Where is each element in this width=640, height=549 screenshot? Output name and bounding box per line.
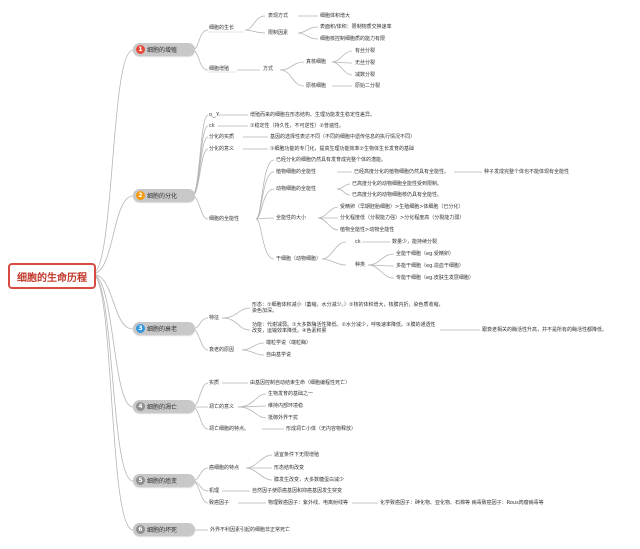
node-apoptosis-meaning[interactable]: 凋亡的意义 (209, 404, 235, 410)
node-concept-value[interactable]: 增殖而来的细胞在形态结构、生理功能发生稳定性差异。 (250, 112, 376, 118)
node-animal-1[interactable]: 已高度分化的动物细胞全能性受到限制。 (352, 181, 443, 187)
node-stem-cell[interactable]: 干细胞（动物细胞） (276, 256, 322, 262)
node-cancer-features[interactable]: 癌细胞的特点 (209, 465, 240, 471)
node-kind-2[interactable]: 多能干细胞（eg.造血干细胞） (396, 263, 464, 269)
node-apoptosis-trait-value[interactable]: 形成凋亡小体（无内容物释放） (286, 426, 357, 432)
node-feature-value[interactable]: ①稳定性（持久性，不可逆性）②普遍性。 (250, 123, 344, 129)
node-feature[interactable]: ck (209, 123, 215, 129)
node-significance-value[interactable]: ①细胞功能的专门化，提高生理功能效率②生物体生长发育的基础 (270, 146, 414, 152)
node-significance[interactable]: 分化的意义 (209, 146, 235, 152)
node-cancer-3[interactable]: 膜发生改变，大多数糖蛋白减少 (274, 477, 345, 483)
topic-cell-differentiation[interactable]: 2 细胞的分化 (133, 189, 195, 202)
node-meaning-1[interactable]: 生物发育的基础之一 (268, 391, 314, 397)
number-badge: 5 (136, 476, 145, 485)
node-binary-fission[interactable]: 原始二分裂 (355, 83, 381, 89)
topic-label: 细胞的增殖 (147, 47, 178, 54)
node-apoptosis-essence[interactable]: 实质 (209, 380, 220, 386)
node-totipotency[interactable]: 细胞的全能性 (209, 216, 240, 222)
node-apoptosis-trait[interactable]: 凋亡细胞的特点。 (209, 426, 250, 432)
node-aging-morphology[interactable]: 形态：①细胞体积减小（萎缩，水分减少。）②核的体积增大，核膜内折，染色质收缩，染… (252, 302, 444, 314)
number-badge: 1 (136, 45, 145, 54)
node-essence-value[interactable]: 基因的选择性表达不同（不同的细胞中遗传信息的执行情况不同） (270, 134, 416, 140)
node-plant-note[interactable]: 种子发成完整个体也不能体现有全能性 (484, 169, 570, 175)
node-aging-function[interactable]: 功能：代谢减弱。①大多数酶活性降低。②水分减少，呼吸速率降低。③膜的通透性改变，… (252, 322, 436, 334)
node-plant-value[interactable]: 已经高度分化的植物细胞仍然具有全能性。 (354, 169, 450, 175)
node-carcinogen[interactable]: 致癌因子 (209, 500, 230, 506)
node-apoptosis-essence-value[interactable]: 由基因控制自动结束生命（细胞编程性死亡） (250, 380, 351, 386)
node-physical-carcinogen[interactable]: 物理致癌因子：紫外线、电离射线等 (268, 500, 349, 506)
topic-cell-aging[interactable]: 3 细胞的衰老 (133, 322, 195, 335)
topic-cell-apoptosis[interactable]: 4 细胞的凋亡 (133, 400, 195, 413)
node-meaning-2[interactable]: 维持内部环境稳 (268, 403, 304, 409)
node-stem-concept-value[interactable]: 数量少，能持续分裂 (392, 239, 438, 245)
node-cancer-2[interactable]: 形态结构改变 (274, 465, 305, 471)
node-proliferation[interactable]: 细胞增殖 (209, 66, 230, 72)
node-chemical-carcinogen[interactable]: 化学致癌因子：砷化物、亚化物、石棉等 病毒致癌因子：Rous肉瘤病毒等 (380, 500, 544, 506)
node-aging-reason[interactable]: 衰老的原因 (209, 347, 235, 353)
node-amitosis[interactable]: 无丝分裂 (355, 60, 376, 66)
node-cancer-1[interactable]: 适宜条件下无限增殖 (274, 452, 320, 458)
topic-label: 细胞的凋亡 (147, 404, 178, 411)
number-badge: 6 (136, 525, 145, 534)
topic-cell-proliferation[interactable]: 1 细胞的增殖 (133, 43, 195, 56)
node-animal-2[interactable]: 已高度分化的动物细胞核仍具有全能性。 (352, 192, 443, 198)
root-node[interactable]: 细胞的生命历程 (8, 263, 96, 289)
node-limit-1[interactable]: 表面积/体积：限制物质交换速率 (320, 24, 392, 30)
node-cancer-mechanism[interactable]: 机理 (209, 488, 220, 494)
number-badge: 2 (136, 191, 145, 200)
node-aging-features[interactable]: 特征 (209, 315, 220, 321)
node-prokaryote[interactable]: 原核细胞 (306, 83, 327, 89)
node-stem-concept[interactable]: ck (355, 239, 361, 245)
node-free-radical[interactable]: 自由基学说 (266, 352, 292, 358)
topic-label: 细胞的癌变 (147, 478, 178, 485)
node-concept[interactable]: o‿Y (209, 112, 220, 118)
node-expression-value[interactable]: 细胞体积增大 (320, 13, 351, 19)
node-eukaryote[interactable]: 真核细胞 (306, 59, 327, 65)
topic-cell-cancer[interactable]: 5 细胞的癌变 (133, 474, 195, 487)
node-meiosis[interactable]: 减数分裂 (355, 72, 376, 78)
node-cancer-mechanism-value[interactable]: 自然因子使原癌基因和抑癌基因发生突变 (252, 488, 343, 494)
node-limiting-factors[interactable]: 限制因素 (268, 30, 289, 36)
node-plant-totipotency[interactable]: 植物细胞的全能性 (276, 169, 317, 175)
node-size-1[interactable]: 受精卵（早期胚胎细胞）>生殖细胞>体细胞（已分化） (340, 204, 464, 210)
node-meaning-3[interactable]: 抵御外界干扰 (268, 415, 299, 421)
node-animal-totipotency[interactable]: 动物细胞的全能性 (276, 186, 317, 192)
topic-label: 细胞的分化 (147, 193, 178, 200)
node-mitosis[interactable]: 有丝分裂 (355, 48, 376, 54)
node-telomere[interactable]: 端粒学说（端粒酶） (266, 340, 312, 346)
node-kind-3[interactable]: 专能干细胞（eg.皮肤生发层细胞） (396, 275, 474, 281)
node-kind-1[interactable]: 全能干细胞（eg.受精卵） (396, 251, 454, 257)
node-size-3[interactable]: 植物全能性>动物全能性 (340, 227, 395, 233)
node-size-2[interactable]: 分化程度低（分裂能力强）>分化程度高（分裂能力弱） (340, 215, 465, 221)
node-cell-growth[interactable]: 细胞的生长 (209, 25, 235, 31)
node-totipotency-size[interactable]: 全能性的大小 (276, 215, 307, 221)
node-totipotency-def[interactable]: 已经分化的细胞仍然具有发育成完整个体的潜能。 (276, 157, 387, 163)
node-method[interactable]: 方式 (263, 66, 274, 72)
node-necrosis-def[interactable]: 外界不利因素引起的细胞非正常死亡 (210, 527, 291, 533)
number-badge: 4 (136, 402, 145, 411)
topic-cell-necrosis[interactable]: 6 细胞的坏死 (133, 523, 195, 536)
topic-label: 细胞的衰老 (147, 326, 178, 333)
node-stem-kinds[interactable]: 种类 (355, 262, 366, 268)
node-essence[interactable]: 分化的实质 (209, 134, 235, 140)
topic-label: 细胞的坏死 (147, 527, 178, 534)
node-expression[interactable]: 表现方式 (268, 13, 289, 19)
node-aging-enzyme-note[interactable]: 跟衰老相关的酶活性升高，并不是所有的酶活性都降低。 (482, 327, 608, 333)
number-badge: 3 (136, 324, 145, 333)
node-limit-2[interactable]: 细胞核控制细胞质的能力有限 (320, 36, 386, 42)
